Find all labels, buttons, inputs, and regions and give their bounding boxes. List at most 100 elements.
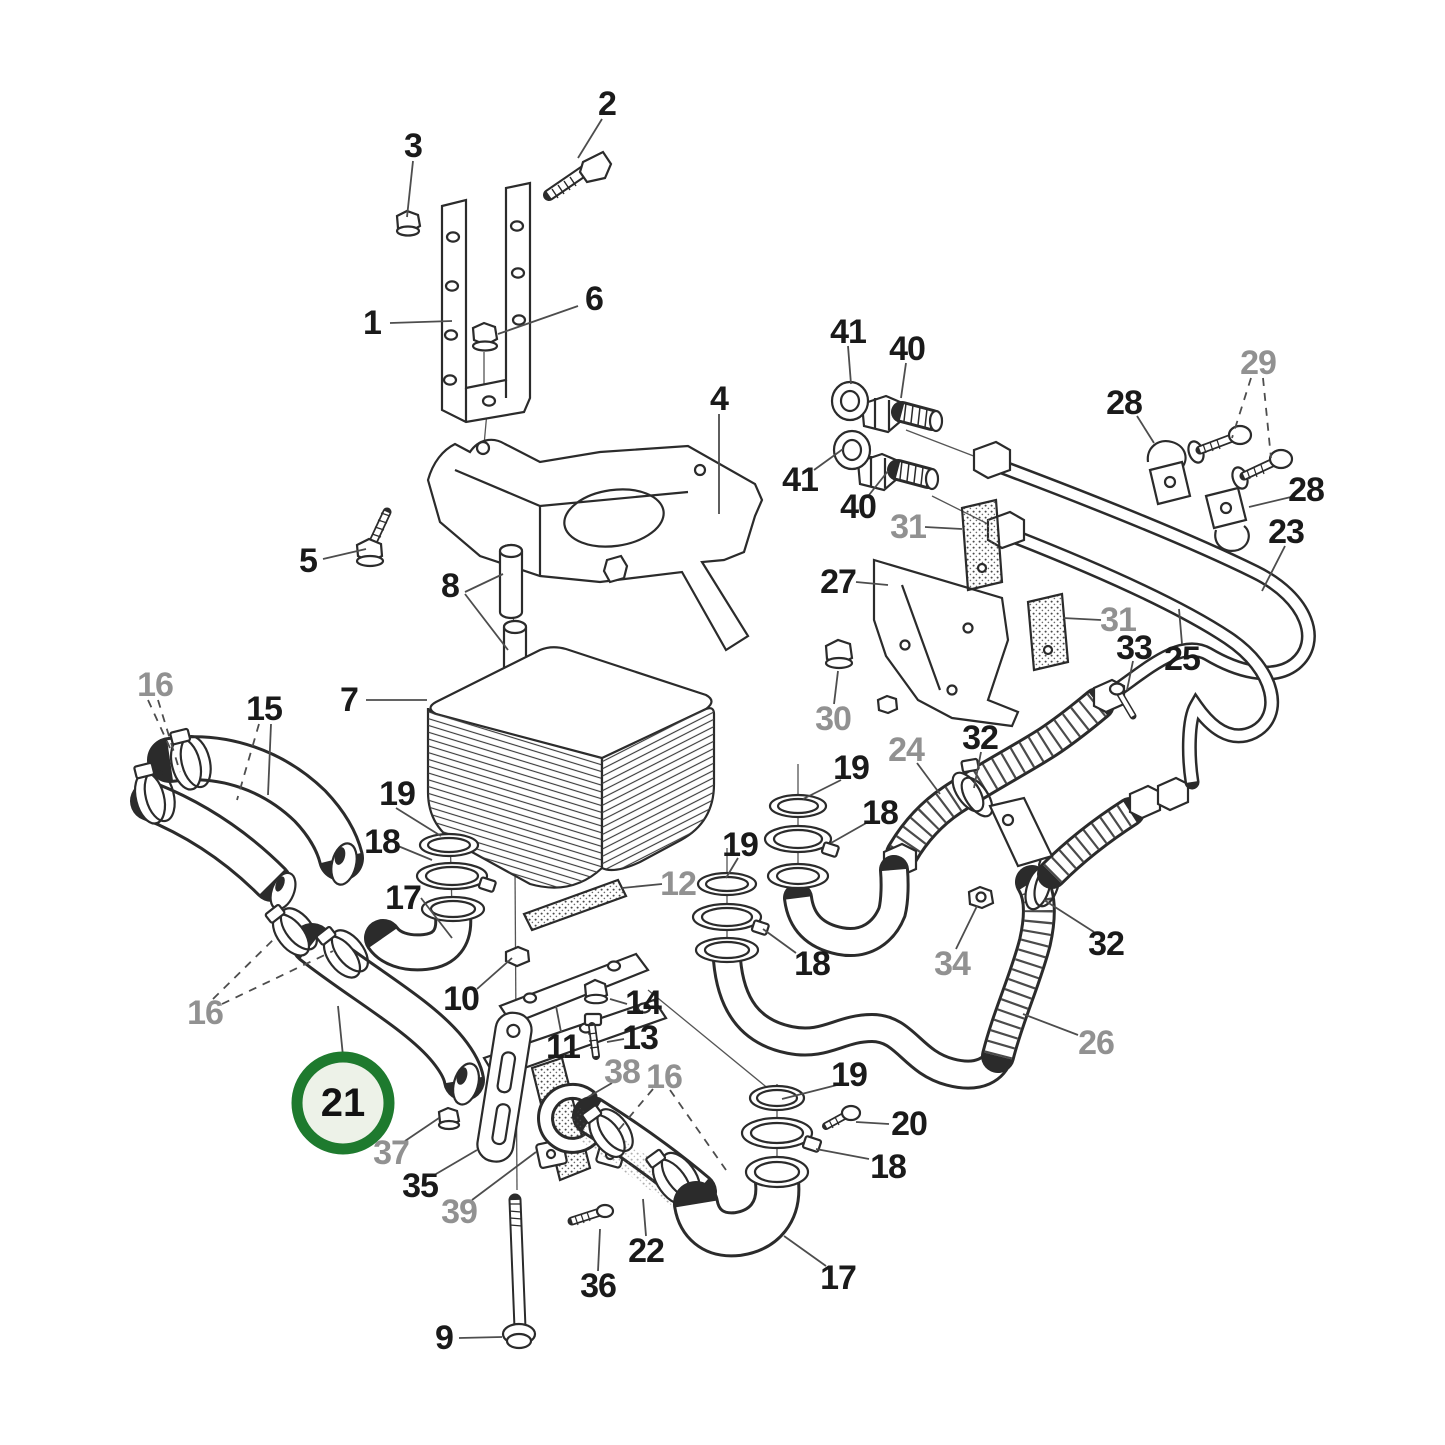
leader-line xyxy=(267,723,272,796)
bracket-part27 xyxy=(872,558,1020,728)
washer-part41-bottom xyxy=(832,429,872,471)
leader-line xyxy=(783,1235,827,1267)
leader-line xyxy=(725,857,739,879)
leader-line xyxy=(476,957,513,990)
leader-line xyxy=(1136,415,1155,444)
leader-line xyxy=(221,950,334,1005)
leader-line xyxy=(1248,496,1292,508)
mounting-bracket-part1 xyxy=(440,181,532,424)
part-label-41: 41 xyxy=(830,313,866,351)
leader-line xyxy=(609,998,628,1005)
part-label-9: 9 xyxy=(435,1319,453,1357)
part-label-28: 28 xyxy=(1288,471,1324,509)
hose-part15-lower xyxy=(130,781,297,911)
part-label-29: 29 xyxy=(1240,344,1276,382)
elbow-part17-bottom xyxy=(673,1159,801,1258)
leader-line xyxy=(1126,660,1134,691)
leader-line xyxy=(1261,545,1286,592)
part-label-33: 33 xyxy=(1116,629,1152,667)
insulator-pad-part31-left xyxy=(960,498,1004,592)
leader-line xyxy=(815,1148,870,1160)
cover-bracket-part4 xyxy=(426,438,764,652)
leader-line xyxy=(395,807,442,837)
part-label-8: 8 xyxy=(441,567,459,605)
seal-ring-19-left xyxy=(418,832,480,858)
part-label-19: 19 xyxy=(833,749,869,787)
part-label-10: 10 xyxy=(443,980,479,1018)
leader-line xyxy=(497,305,579,335)
leader-line xyxy=(762,928,797,954)
highlight-label: 21 xyxy=(321,1081,366,1125)
bolt-part36 xyxy=(567,1203,615,1226)
screw-part5 xyxy=(355,507,392,568)
bolt-part9 xyxy=(501,1193,537,1350)
part-label-36: 36 xyxy=(580,1267,616,1305)
leader-line xyxy=(389,320,453,324)
leader-line xyxy=(404,1117,440,1142)
leader-line xyxy=(236,723,260,801)
flange-ring-bottom xyxy=(744,1155,810,1189)
hose-clamp-16-e xyxy=(581,1104,634,1158)
flange-ring-right xyxy=(766,862,830,890)
leader-line xyxy=(397,845,433,861)
part-label-32: 32 xyxy=(1088,925,1124,963)
leader-lines xyxy=(147,118,1292,1339)
part-label-14: 14 xyxy=(625,984,662,1022)
nut-part34 xyxy=(967,885,995,910)
part-label-3: 3 xyxy=(404,127,422,165)
clip-part28-left xyxy=(1146,440,1192,506)
leader-line xyxy=(212,935,278,1000)
leader-line xyxy=(1062,617,1102,621)
leader-line xyxy=(900,362,907,399)
flange-ring-left xyxy=(420,895,486,923)
part-label-19: 19 xyxy=(831,1056,867,1094)
leader-line xyxy=(955,905,978,950)
hose-clamp-part32-top xyxy=(951,757,1054,868)
leader-line xyxy=(555,1005,562,1033)
part-label-17: 17 xyxy=(385,879,421,917)
leader-line xyxy=(802,779,842,800)
highlighted-part-21-marker[interactable]: 21 xyxy=(291,1051,395,1155)
part-label-38: 38 xyxy=(604,1053,640,1091)
leader-line xyxy=(1043,899,1095,933)
leader-line xyxy=(924,526,963,530)
bolt-part29-right xyxy=(1231,448,1294,490)
part-label-23: 23 xyxy=(1268,513,1304,551)
part-label-4: 4 xyxy=(710,380,729,418)
part-label-11: 11 xyxy=(546,1028,580,1066)
leader-line xyxy=(830,821,869,844)
nut-part3 xyxy=(395,209,422,237)
part-label-2: 2 xyxy=(598,85,616,123)
elbow-part17-left xyxy=(364,897,473,972)
clamp-screw-part20 xyxy=(822,1104,862,1130)
leader-line xyxy=(855,1121,890,1125)
hose-clamp-16-b xyxy=(133,761,176,825)
highlight-circle[interactable] xyxy=(291,1051,395,1155)
part-label-16: 16 xyxy=(187,994,223,1032)
part-label-15: 15 xyxy=(246,690,282,728)
leader-line xyxy=(855,581,889,586)
part-label-24: 24 xyxy=(888,731,925,769)
leader-line xyxy=(615,1088,654,1134)
seal-ring-19-bottom xyxy=(748,1084,806,1112)
elbow-right-stack xyxy=(783,855,910,957)
leader-line xyxy=(916,762,941,795)
part-labels: 1234567891011121314151616161717181818181… xyxy=(137,85,1325,1357)
part-label-13: 13 xyxy=(622,1019,658,1057)
part-label-18: 18 xyxy=(870,1148,906,1186)
part-label-25: 25 xyxy=(1164,640,1200,678)
part-label-27: 27 xyxy=(820,563,856,601)
part-label-30: 30 xyxy=(815,700,851,738)
washer-part41-top xyxy=(830,380,870,422)
part-label-19: 19 xyxy=(722,826,758,864)
clip-part28-right xyxy=(1204,486,1250,552)
part-label-40: 40 xyxy=(889,330,925,368)
clamp-ring-18-bottom xyxy=(740,1116,823,1153)
nut-part6 xyxy=(471,321,499,352)
leader-line xyxy=(642,1198,647,1237)
seal-ring-19-right xyxy=(768,793,828,819)
corrugated-segment-upper xyxy=(1037,776,1190,889)
insulator-pad-part31-right xyxy=(1026,592,1070,672)
